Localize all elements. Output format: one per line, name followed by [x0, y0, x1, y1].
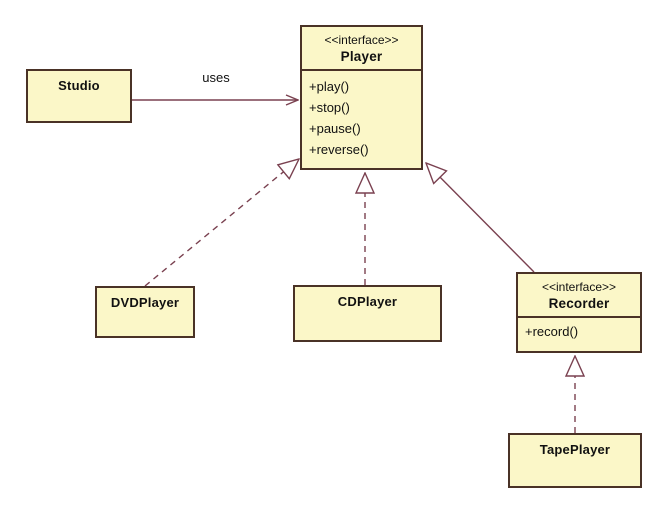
method-pause: +pause()	[309, 121, 361, 136]
class-name-tapeplayer: TapePlayer	[539, 442, 611, 457]
class-name-dvdplayer: DVDPlayer	[110, 295, 180, 310]
dvdplayer-realization-line	[144, 159, 299, 287]
uses-edge-label: uses	[202, 70, 230, 85]
interface-player: <<interface>> Player +play() +stop() +pa…	[300, 25, 423, 170]
class-name-cdplayer: CDPlayer	[337, 294, 398, 309]
interface-player-header: <<interface>> Player	[302, 27, 421, 71]
recorder-methods: +record()	[518, 318, 640, 346]
recorder-stereotype: <<interface>>	[541, 280, 617, 294]
method-reverse: +reverse()	[309, 142, 369, 157]
interface-recorder-header: <<interface>> Recorder	[518, 274, 640, 318]
class-dvdplayer: DVDPlayer	[95, 286, 195, 338]
method-record: +record()	[525, 324, 579, 339]
interface-name-player: Player	[340, 49, 383, 64]
player-methods: +play() +stop() +pause() +reverse()	[302, 71, 421, 164]
interface-recorder: <<interface>> Recorder +record()	[516, 272, 642, 353]
interface-name-recorder: Recorder	[548, 296, 610, 311]
method-play: +play()	[309, 79, 350, 94]
class-studio: Studio	[26, 69, 132, 123]
class-name-studio: Studio	[58, 78, 100, 93]
method-stop: +stop()	[309, 100, 350, 115]
class-tapeplayer: TapePlayer	[508, 433, 642, 488]
player-stereotype: <<interface>>	[324, 33, 399, 47]
class-cdplayer: CDPlayer	[293, 285, 442, 342]
recorder-generalization-line	[426, 163, 535, 273]
